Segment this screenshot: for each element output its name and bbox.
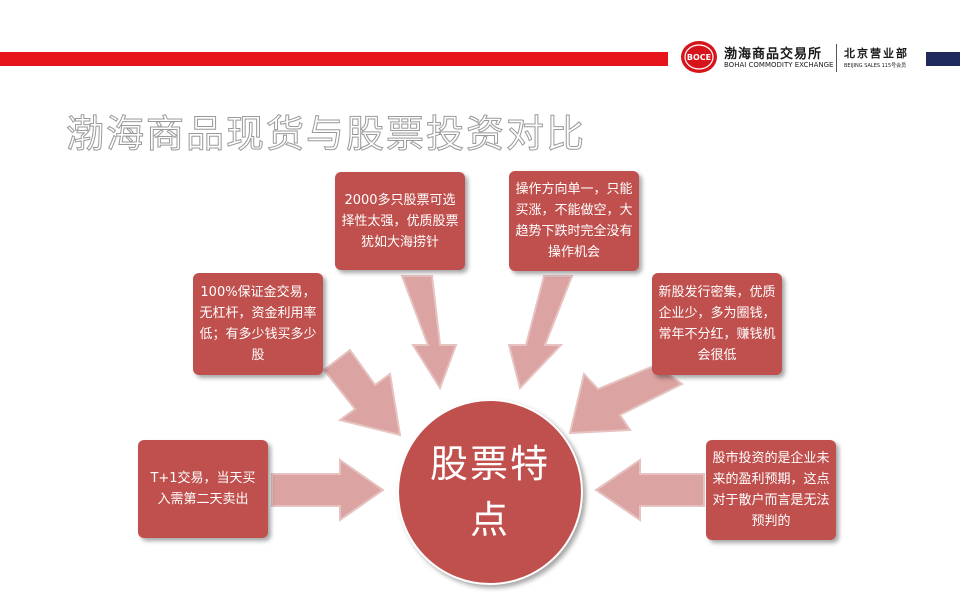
logo-divider <box>836 44 837 72</box>
logo-badge-text: BOCE <box>687 53 711 62</box>
point-text: T+1交易，当天买入需第二天卖出 <box>150 471 256 507</box>
exchange-logo: BOCE 渤海商品交易所 BOHAI COMMODITY EXCHANGE 北京… <box>676 36 922 76</box>
logo-english-name: BOHAI COMMODITY EXCHANGE <box>724 61 834 69</box>
point-box-single-direction: 操作方向单一，只能买涨，不能做空，大趋势下跌时完全没有操作机会 <box>509 171 639 271</box>
point-box-ipo-issuance: 新股发行密集，优质企业少，多为圈钱，常年不分红，赚钱机会很低 <box>652 273 782 375</box>
point-text: 操作方向单一，只能买涨，不能做空，大趋势下跌时完全没有操作机会 <box>515 182 633 260</box>
center-circle: 股票特点 <box>397 399 583 585</box>
point-box-full-margin: 100%保证金交易，无杠杆，资金利用率低；有多少钱买多少股 <box>193 273 323 375</box>
header-navy-bar <box>926 52 960 66</box>
point-box-earnings-expectation: 股市投资的是企业未来的盈利预期，这点对于散户而言是无法预判的 <box>706 440 836 540</box>
arrow-from-point-3 <box>400 275 458 391</box>
arrow-from-point-5 <box>568 363 684 435</box>
point-text: 股市投资的是企业未来的盈利预期，这点对于散户而言是无法预判的 <box>712 451 830 529</box>
logo-name: 渤海商品交易所 <box>724 47 823 62</box>
point-box-stock-selection: 2000多只股票可选择性太强，优质股票犹如大海捞针 <box>335 172 465 270</box>
arrow-from-point-4 <box>507 275 574 390</box>
point-text: 新股发行密集，优质企业少，多为圈钱，常年不分红，赚钱机会很低 <box>658 285 776 363</box>
branch-name: 北京营业部 <box>844 47 909 60</box>
header-red-bar <box>0 52 668 66</box>
arrow-from-point-6 <box>594 458 705 522</box>
point-box-t1-trading: T+1交易，当天买入需第二天卖出 <box>138 440 268 538</box>
point-text: 100%保证金交易，无杠杆，资金利用率低；有多少钱买多少股 <box>199 285 317 363</box>
slide-title: 渤海商品现货与股票投资对比 <box>65 112 587 157</box>
boce-emblem-icon: BOCE <box>681 41 717 73</box>
arrow-from-point-2 <box>322 348 402 437</box>
branch-english-name: BEIJING SALES 115号会员 <box>844 63 907 69</box>
center-label: 股票特点 <box>429 442 550 542</box>
arrow-from-point-1 <box>271 458 385 522</box>
point-text: 2000多只股票可选择性太强，优质股票犹如大海捞针 <box>341 192 459 250</box>
